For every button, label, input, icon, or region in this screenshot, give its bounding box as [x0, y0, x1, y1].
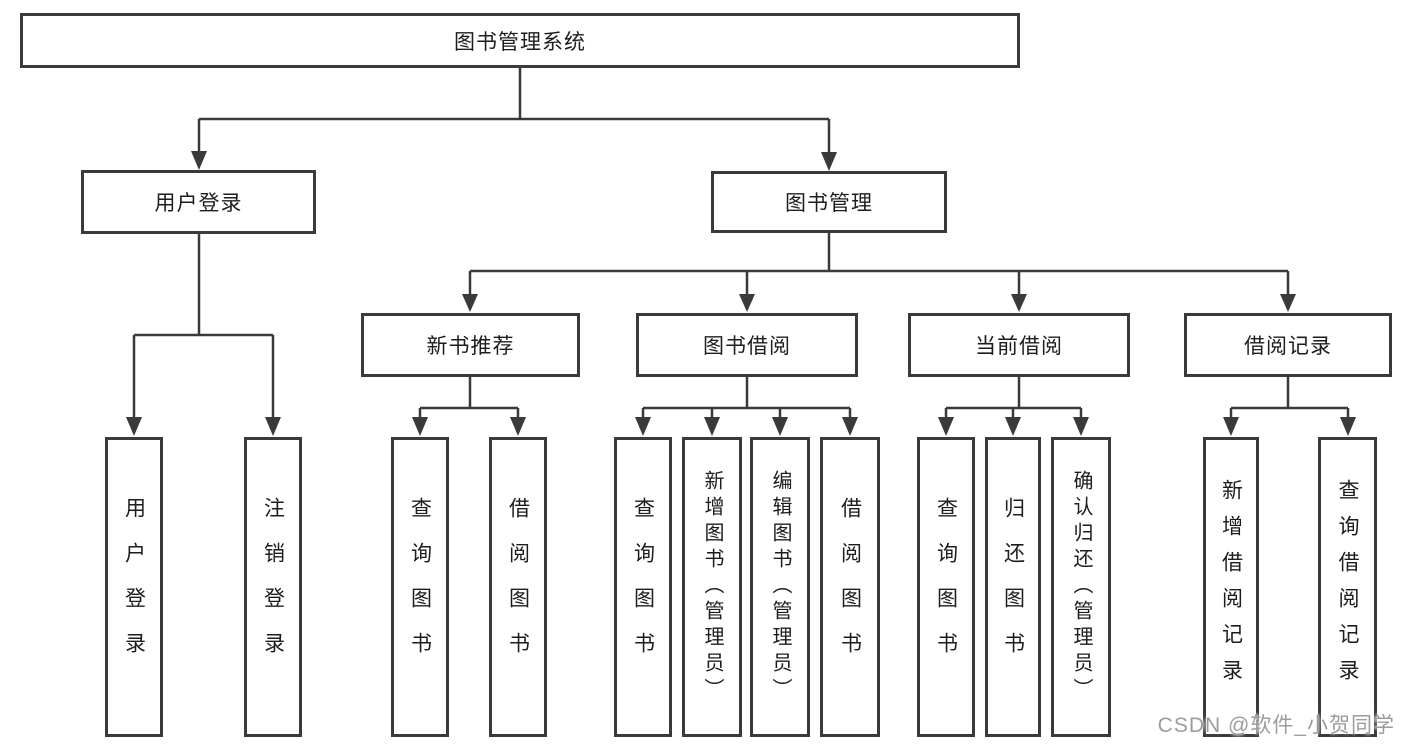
leaf-logout-label: 注销登录 — [261, 497, 285, 677]
leaf-cb-return-label: 归还图书 — [1001, 497, 1025, 677]
arrowhead — [412, 417, 428, 436]
arrowhead — [821, 152, 837, 171]
node-borrow-records-label: 借阅记录 — [1244, 335, 1332, 358]
arrowhead — [704, 417, 720, 436]
leaf-bb-query-label: 查询图书 — [631, 497, 655, 677]
leaf-logout: 注销登录 — [244, 437, 302, 737]
arrowhead — [510, 417, 526, 436]
leaf-cb-query: 查询图书 — [917, 437, 975, 737]
csdn-watermark: CSDN @软件_小贺同学 — [1157, 714, 1395, 737]
node-user-login-label: 用户登录 — [154, 192, 243, 215]
node-current-borrow: 当前借阅 — [908, 313, 1130, 377]
arrowhead — [842, 417, 858, 436]
leaf-br-query: 查询借阅记录 — [1318, 437, 1377, 737]
arrowhead — [265, 417, 281, 436]
arrowheads — [126, 151, 1356, 436]
node-root-label: 图书管理系统 — [454, 30, 586, 54]
arrowhead — [1073, 417, 1089, 436]
leaf-bb-query: 查询图书 — [614, 437, 672, 737]
leaf-br-add: 新增借阅记录 — [1203, 437, 1259, 737]
node-book-mgmt-label: 图书管理 — [785, 192, 873, 215]
arrowhead — [126, 417, 142, 436]
arrowhead — [462, 294, 478, 312]
leaf-bb-edit: 编辑图书（管理员） — [750, 437, 810, 737]
arrowhead — [739, 294, 755, 312]
node-book-borrow-label: 图书借阅 — [703, 335, 791, 358]
leaf-cb-confirm-label: 确认归还（管理员） — [1070, 470, 1092, 704]
arrowhead — [635, 417, 651, 436]
node-user-login: 用户登录 — [81, 170, 316, 234]
arrowhead — [772, 417, 788, 436]
leaf-br-query-label: 查询借阅记录 — [1336, 479, 1359, 695]
arrowhead — [1280, 294, 1296, 312]
leaf-nbr-borrow: 借阅图书 — [489, 437, 547, 737]
leaf-nbr-query-label: 查询图书 — [408, 497, 432, 677]
node-new-book-rec: 新书推荐 — [361, 313, 580, 377]
arrowhead — [191, 151, 207, 170]
arrowhead — [1340, 417, 1356, 436]
connector-lines — [132, 68, 1350, 418]
leaf-bb-edit-label: 编辑图书（管理员） — [769, 470, 791, 704]
leaf-bb-borrow: 借阅图书 — [820, 437, 880, 737]
leaf-cb-return: 归还图书 — [985, 437, 1041, 737]
node-new-book-rec-label: 新书推荐 — [426, 335, 515, 358]
node-current-borrow-label: 当前借阅 — [975, 335, 1063, 358]
leaf-nbr-query: 查询图书 — [391, 437, 449, 737]
arrowhead — [938, 417, 954, 436]
node-borrow-records: 借阅记录 — [1184, 313, 1392, 377]
leaf-br-add-label: 新增借阅记录 — [1219, 479, 1243, 695]
leaf-user-login: 用户登录 — [105, 437, 163, 737]
leaf-cb-query-label: 查询图书 — [934, 497, 958, 677]
arrowhead — [1005, 417, 1021, 436]
leaf-user-login-label: 用户登录 — [122, 497, 146, 677]
arrowhead — [1011, 294, 1027, 312]
leaf-bb-borrow-label: 借阅图书 — [838, 497, 862, 677]
leaf-bb-add-label: 新增图书（管理员） — [701, 470, 723, 704]
arrowhead — [1223, 417, 1239, 436]
leaf-bb-add: 新增图书（管理员） — [682, 437, 742, 737]
node-book-borrow: 图书借阅 — [636, 313, 858, 377]
node-book-mgmt: 图书管理 — [711, 171, 947, 233]
leaf-cb-confirm: 确认归还（管理员） — [1051, 437, 1111, 737]
leaf-nbr-borrow-label: 借阅图书 — [506, 497, 530, 677]
node-root: 图书管理系统 — [20, 13, 1020, 68]
